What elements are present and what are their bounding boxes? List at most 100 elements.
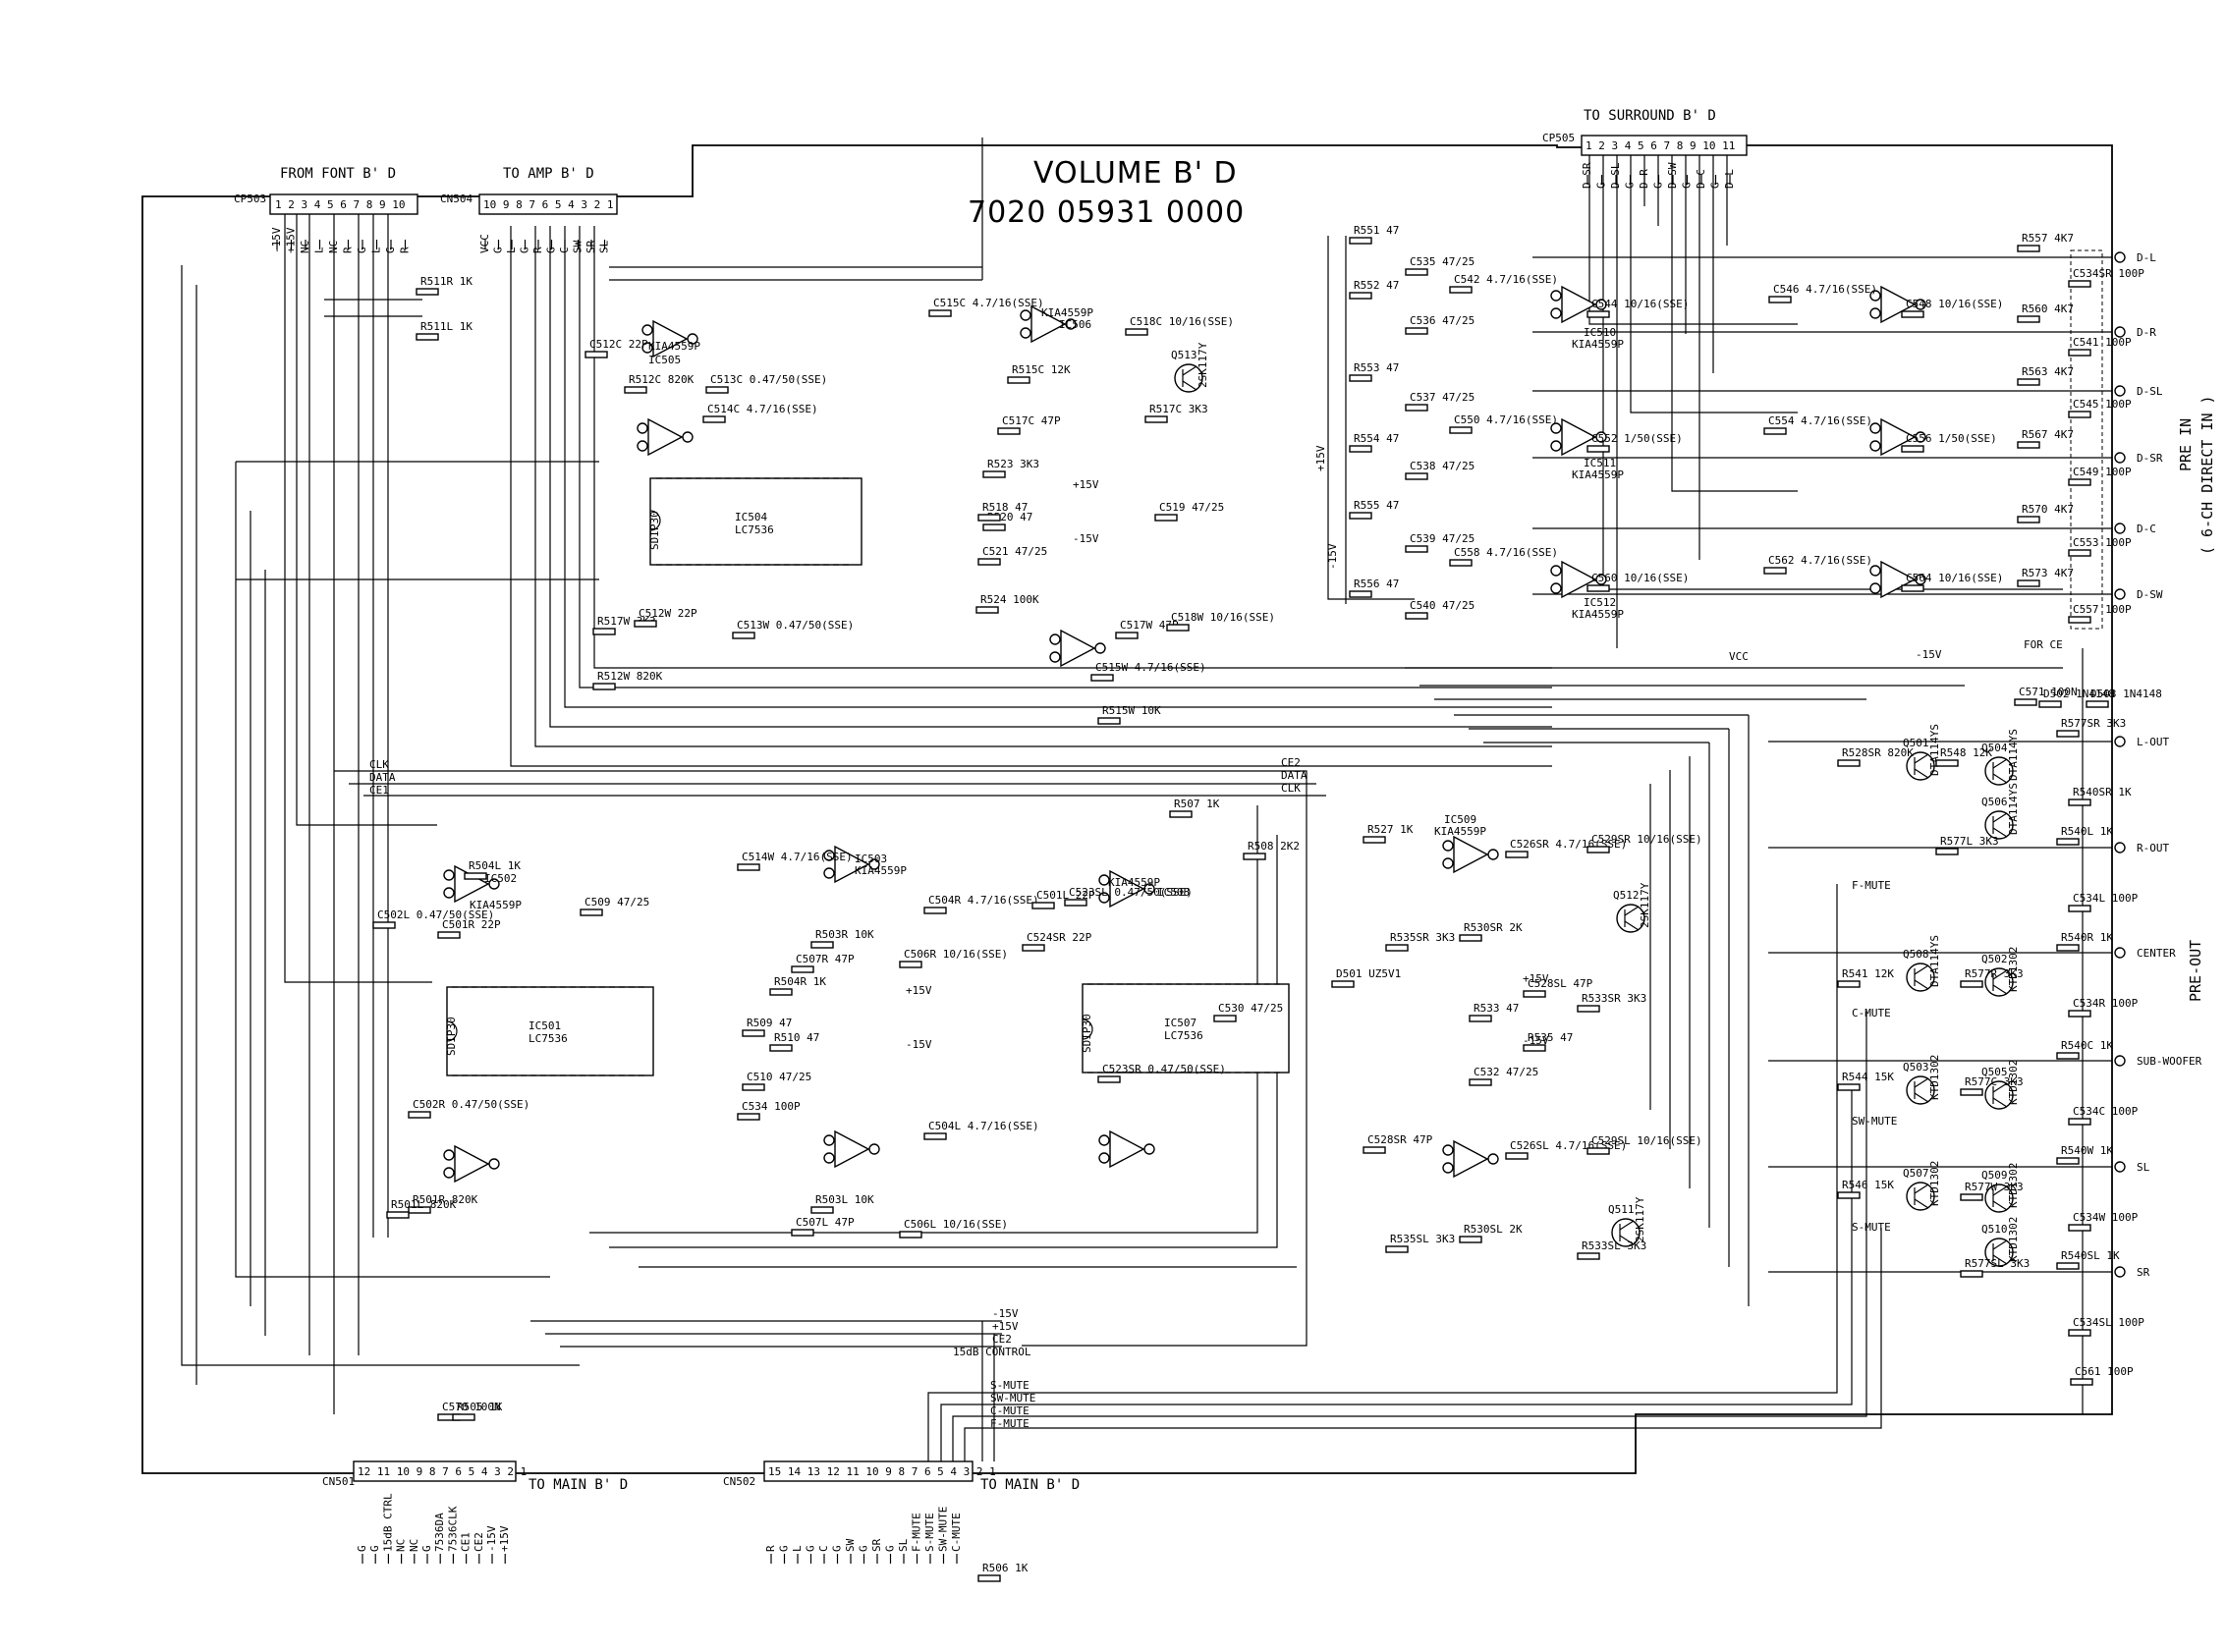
component-body — [2017, 579, 2040, 587]
opamp-pin — [641, 324, 653, 336]
transistor-symbol — [1984, 1080, 2014, 1110]
connector-signal: G — [1681, 182, 1694, 189]
component-label: R570 4K7 — [2022, 503, 2074, 516]
component-body — [372, 921, 396, 929]
component-body — [1349, 237, 1372, 245]
component-body — [899, 1231, 922, 1239]
component-label: R501R 820K — [413, 1193, 478, 1206]
component-body — [2056, 944, 2080, 952]
component-body — [705, 386, 729, 394]
component-label: C558 4.7/16(SSE) — [1454, 546, 1558, 559]
opamp-pin — [1915, 431, 1926, 443]
pre-out-label: R-OUT — [2137, 842, 2169, 854]
transistor-lead — [1182, 365, 1197, 376]
component-label: C515W 4.7/16(SSE) — [1095, 661, 1206, 674]
pre-out-jack — [2114, 842, 2126, 854]
component-body — [1405, 545, 1428, 553]
component-body — [923, 1132, 947, 1140]
component-label: R530SL 2K — [1464, 1223, 1523, 1236]
transistor-lead — [1914, 964, 1929, 975]
ic504: IC504 LC7536 SDIP30 — [648, 477, 863, 566]
cn501-pins: 12 11 10 9 8 7 6 5 4 3 2 1 — [358, 1465, 527, 1478]
component-body — [1363, 836, 1386, 844]
component-body — [1960, 1270, 1983, 1278]
opamp-pin — [1869, 582, 1881, 594]
component-body — [386, 1211, 410, 1219]
opamp-symbol — [834, 845, 870, 884]
component-label: C534C 100P — [2073, 1105, 2139, 1118]
connector-signal: 7536CLK — [446, 1506, 459, 1552]
component-label: C537 47/25 — [1410, 391, 1475, 404]
connector-signal: G — [492, 247, 505, 253]
connector-signal: G — [831, 1545, 844, 1552]
transistor-symbol — [1984, 967, 2014, 997]
component-label: C514W 4.7/16(SSE) — [742, 851, 853, 863]
component-label: R555 47 — [1354, 499, 1399, 512]
component-body — [452, 1413, 475, 1421]
component-body — [737, 1113, 760, 1121]
component-body — [1763, 427, 1787, 435]
component-body — [1469, 1078, 1492, 1086]
component-label: R507 1K — [1174, 798, 1220, 810]
connector-signal: F-MUTE — [911, 1513, 923, 1552]
ic505-type: KIA4559P — [648, 340, 700, 353]
component-label: R577W 3K3 — [1965, 1181, 2024, 1193]
connector-signal: CE2 — [473, 1532, 485, 1552]
opamp-pin — [1869, 565, 1881, 577]
connector-signal: G — [858, 1545, 870, 1552]
transistor-symbol — [1174, 363, 1203, 393]
transistor-lead — [1992, 984, 2008, 995]
component-label: C545 100P — [2073, 398, 2132, 411]
opamp-pin — [1098, 874, 1110, 886]
ic504-ref: IC504 — [735, 511, 767, 523]
component-body — [1960, 980, 1983, 988]
cn501-body — [353, 1460, 517, 1482]
component-body — [1349, 512, 1372, 520]
transistor-type: DTA114YS — [2007, 783, 2020, 835]
transistor-symbol — [1984, 1184, 2014, 1213]
component-body — [1901, 445, 1924, 453]
bus-ce2-bottom: CE2 — [992, 1333, 1012, 1346]
component-body — [592, 683, 616, 690]
component-body — [2056, 1157, 2080, 1165]
connector-signal: NC — [408, 1539, 420, 1552]
component-label: R517C 3K3 — [1149, 403, 1208, 415]
transistor-ref: Q513 — [1171, 349, 1197, 361]
component-body — [791, 1229, 814, 1237]
component-body — [1144, 415, 1168, 423]
component-label: R540L 1K — [2061, 825, 2113, 838]
component-body — [2017, 378, 2040, 386]
opamp-symbol — [1030, 304, 1067, 344]
component-label: C542 4.7/16(SSE) — [1454, 273, 1558, 286]
transistor-ref: Q505 — [1981, 1066, 2008, 1078]
bus-data-r: DATA — [1281, 769, 1308, 782]
connector-signal: L — [370, 247, 383, 253]
component-label: C529SR 10/16(SSE) — [1591, 833, 1702, 846]
connector-signal: SR — [870, 1538, 883, 1552]
opamp-pin — [1487, 849, 1499, 860]
component-label: C501L 22P — [1036, 889, 1095, 902]
component-body — [1090, 674, 1114, 682]
transistor-ref: Q506 — [1981, 796, 2008, 808]
component-label: C530 47/25 — [1218, 1002, 1283, 1015]
connector-signal: SW — [844, 1538, 857, 1552]
rail-vcc: VCC — [1729, 650, 1749, 663]
connector-signal: C-MUTE — [950, 1513, 963, 1552]
direct-in-label: D-R — [2137, 326, 2156, 339]
ic504-pkg: SDIP30 — [648, 511, 661, 550]
ic506-ref: IC506 — [1059, 318, 1091, 331]
opamp-symbol — [1880, 285, 1917, 324]
pre-out-jack — [2114, 736, 2126, 747]
connector-signal: G — [778, 1545, 791, 1552]
opamp-pin — [868, 1143, 880, 1155]
opamp-pin — [1442, 1144, 1454, 1156]
component-body — [2070, 1378, 2093, 1386]
rail-neg-501: -15V — [906, 1038, 932, 1051]
component-label: R504R 1K — [774, 975, 826, 988]
transistor-lead — [1992, 812, 2008, 823]
component-body — [975, 606, 999, 614]
opamp-symbol — [1880, 417, 1917, 457]
opamp-pin — [1094, 642, 1106, 654]
ic508-ref: IC508 — [1157, 886, 1190, 899]
